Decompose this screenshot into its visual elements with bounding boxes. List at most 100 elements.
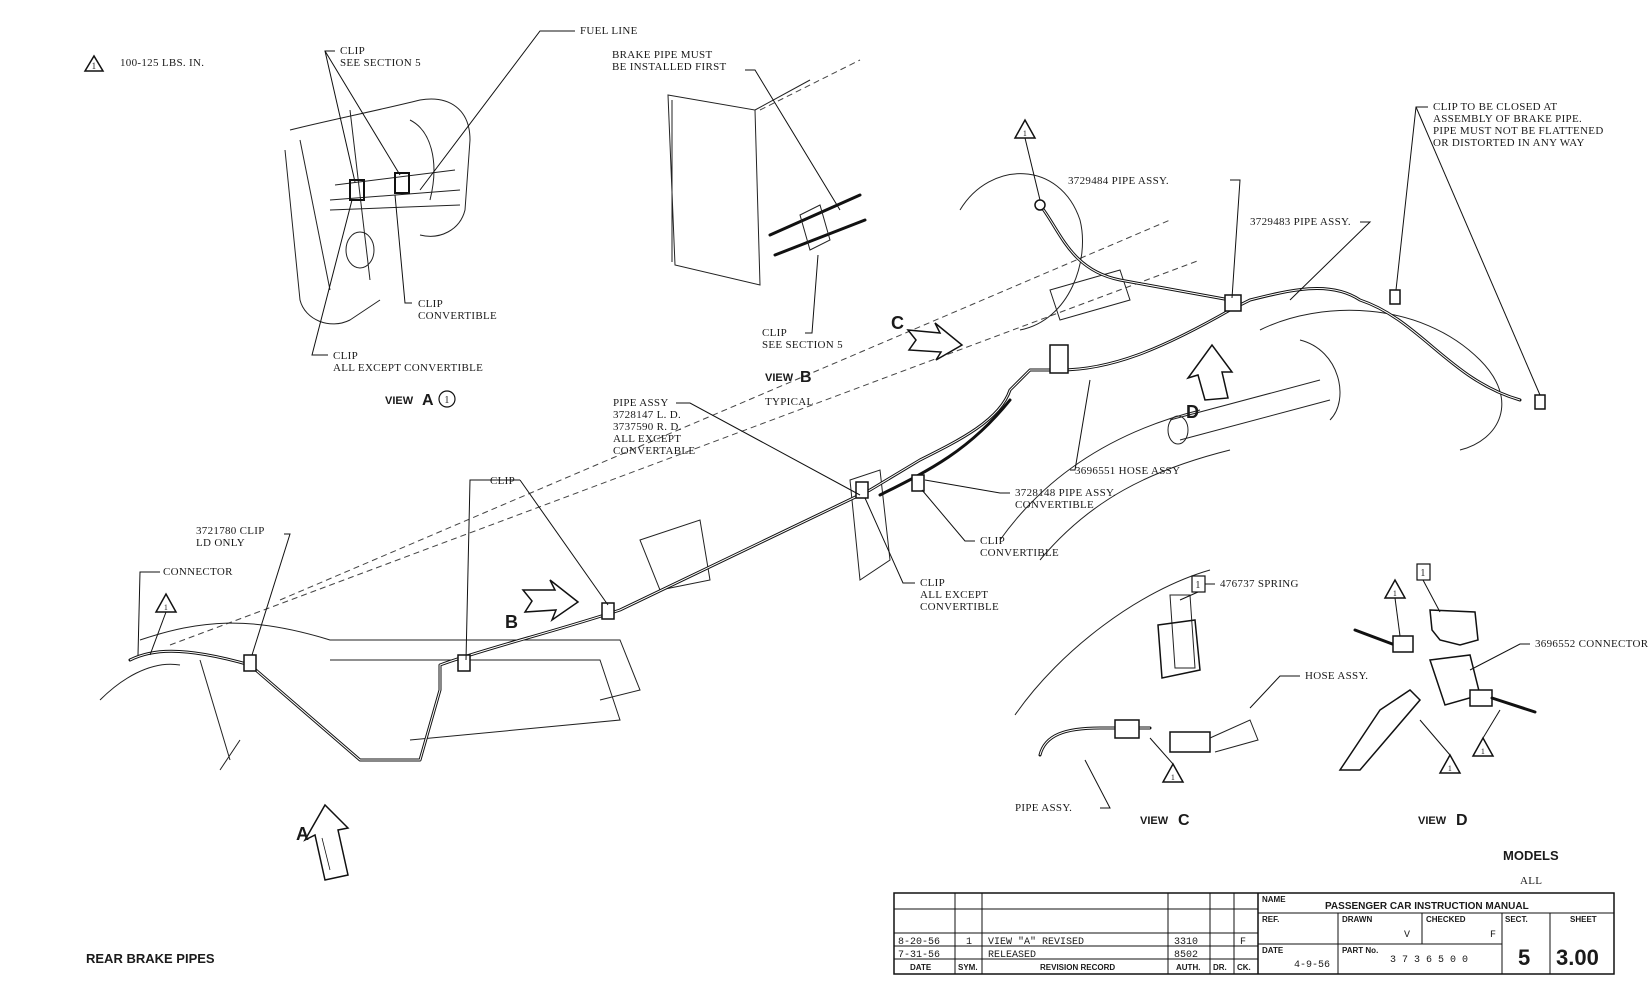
arrow-a-icon — [303, 803, 350, 881]
label-pipe-3729484: 3729484 PIPE ASSY. — [1068, 175, 1169, 187]
label-pipe-assy-4: ALL EXCEPT — [613, 433, 681, 445]
drawing-title: REAR BRAKE PIPES — [86, 951, 215, 966]
label-clip-exc-2: ALL EXCEPT — [920, 589, 988, 601]
view-b: BRAKE PIPE MUST BE INSTALLED FIRST CLIP … — [612, 49, 867, 408]
svg-text:1: 1 — [1393, 589, 1397, 598]
label-pipe-assy-2: 3728147 L. D. — [613, 409, 681, 421]
main-frame-sketch — [99, 173, 1503, 771]
torque-triangle-main-2-icon: 1 — [149, 592, 178, 656]
view-d-triangle-2-icon: 1 — [1471, 736, 1495, 757]
svg-text:1: 1 — [164, 603, 168, 612]
label-clip-3721780-2: LD ONLY — [196, 537, 245, 549]
view-a-clip-all-2: ALL EXCEPT CONVERTIBLE — [333, 362, 483, 374]
col-date: DATE — [910, 963, 932, 972]
label-clip-conv-1: CLIP — [980, 535, 1005, 547]
torque-triangle-main-1-icon: 1 — [1013, 118, 1041, 201]
pipe-clips — [243, 289, 1546, 672]
label-clip-closed-1: CLIP TO BE CLOSED AT — [1433, 101, 1557, 113]
label-clip-closed-3: PIPE MUST NOT BE FLATTENED — [1433, 125, 1604, 137]
label-pipe-3728148-2: CONVERTIBLE — [1015, 499, 1094, 511]
view-a-clip-conv-1: CLIP — [418, 298, 443, 310]
view-b-brake-pipe-1: BRAKE PIPE MUST — [612, 49, 712, 61]
col-auth: AUTH. — [1176, 963, 1200, 972]
torque-symbol: 1 — [92, 61, 97, 71]
label-pipe-3729483: 3729483 PIPE ASSY. — [1250, 216, 1351, 228]
view-a: FUEL LINE CLIP SEE SECTION 5 CLIP CONVER… — [284, 25, 638, 409]
svg-text:1: 1 — [1171, 773, 1175, 782]
view-b-caption-letter: B — [800, 369, 812, 386]
view-a-clip-top-1: CLIP — [340, 45, 365, 57]
view-c: 1 476737 SPRING HOSE ASSY. PIPE ASSY. 1 … — [1014, 569, 1368, 829]
ref-label: REF. — [1262, 915, 1279, 924]
view-d-caption-prefix: VIEW — [1418, 815, 1447, 827]
part-label: PART No. — [1342, 946, 1378, 955]
view-d-caption-letter: D — [1456, 812, 1468, 829]
view-c-caption-prefix: VIEW — [1140, 815, 1169, 827]
rev1-sym: 1 — [966, 937, 972, 948]
view-d-connector: 3696552 CONNECTOR — [1535, 638, 1649, 650]
view-c-spring: 476737 SPRING — [1220, 578, 1299, 590]
view-a-clip-right — [394, 172, 410, 194]
view-d-ref: 1 — [1420, 568, 1425, 579]
col-ck: CK. — [1237, 963, 1251, 972]
part-value: 3 7 3 6 5 0 0 — [1390, 955, 1468, 966]
torque-spec: 100-125 LBS. IN. — [120, 57, 204, 69]
view-a-frame-sketch — [284, 98, 471, 325]
view-d-triangle-3-icon: 1 — [1438, 753, 1462, 774]
date-label: DATE — [1262, 946, 1284, 955]
rev2-auth: 8502 — [1174, 950, 1198, 961]
date-value: 4-9-56 — [1294, 960, 1330, 971]
col-dr: DR. — [1213, 963, 1227, 972]
label-pipe-assy-1: PIPE ASSY — [613, 397, 669, 409]
view-d-ref-box-icon: 1 — [1416, 563, 1431, 581]
clip-front-marker — [457, 654, 471, 672]
torque-note: 1 100-125 LBS. IN. — [83, 54, 204, 72]
view-d: 1 1 3696552 CONNECTOR 1 1 VIEW D — [1338, 563, 1649, 829]
axle-clip-end-marker — [1534, 394, 1546, 410]
sect-label: SECT. — [1505, 915, 1528, 924]
view-a-caption-letter: A — [422, 392, 434, 409]
label-clip-closed-4: OR DISTORTED IN ANY WAY — [1433, 137, 1585, 149]
view-b-clip-2: SEE SECTION 5 — [762, 339, 843, 351]
sect-value: 5 — [1518, 945, 1530, 970]
name-value: PASSENGER CAR INSTRUCTION MANUAL — [1325, 901, 1529, 912]
col-sym: SYM. — [958, 963, 978, 972]
svg-text:1: 1 — [1481, 747, 1485, 756]
label-clip-exc-1: CLIP — [920, 577, 945, 589]
view-b-caption-prefix: VIEW — [765, 372, 794, 384]
clip-except-marker — [855, 481, 869, 499]
label-connector: CONNECTOR — [163, 566, 233, 578]
arrow-d-letter: D — [1186, 402, 1199, 422]
clip-3721780-marker — [243, 654, 257, 672]
arrow-b-letter: B — [505, 612, 518, 632]
view-b-panel-sketch — [667, 59, 867, 286]
rev2-record: RELEASED — [988, 950, 1036, 961]
arrow-c-icon — [906, 322, 964, 361]
rev2-date: 7-31-56 — [898, 950, 940, 961]
hose-bracket-marker — [1049, 344, 1069, 374]
arrow-a-letter: A — [296, 824, 309, 844]
view-d-triangle-1-icon: 1 — [1383, 578, 1407, 599]
view-a-caption-ref: 1 — [444, 395, 449, 406]
tee-connector-marker — [1224, 294, 1242, 312]
view-b-caption-sub: TYPICAL — [765, 396, 814, 408]
view-c-ref-box-icon: 1 — [1191, 575, 1206, 593]
axle-clip-marker — [1389, 289, 1401, 305]
clip-convertible-marker — [911, 474, 925, 492]
view-a-ref-circle-icon — [438, 390, 456, 408]
svg-text:1: 1 — [1023, 129, 1027, 138]
drawn-label: DRAWN — [1342, 915, 1372, 924]
revision-row-1: 8-20-56 1 VIEW "A" REVISED 3310 F — [898, 936, 1246, 948]
label-hose-3696551: 3696551 HOSE ASSY — [1075, 465, 1180, 477]
arrow-d-icon — [1186, 343, 1234, 401]
view-b-clip-1: CLIP — [762, 327, 787, 339]
view-a-clip-conv-2: CONVERTIBLE — [418, 310, 497, 322]
label-clip-3721780-1: 3721780 CLIP — [196, 525, 265, 537]
view-a-fuel-line: FUEL LINE — [580, 25, 638, 37]
drawn-value: V — [1404, 930, 1410, 941]
view-c-pipe: PIPE ASSY. — [1015, 802, 1072, 814]
models-label: MODELS — [1503, 848, 1559, 863]
label-pipe-assy-3: 3737590 R. D. — [613, 421, 682, 433]
label-pipe-assy-5: CONVERTABLE — [613, 445, 695, 457]
